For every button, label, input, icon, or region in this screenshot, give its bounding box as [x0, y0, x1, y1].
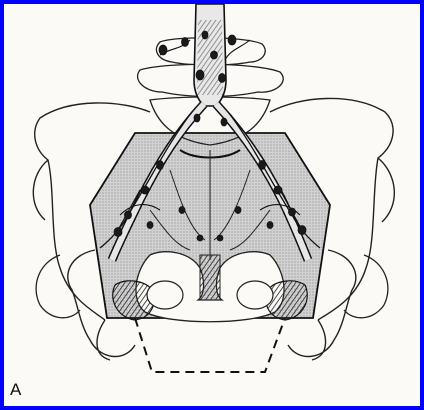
right-femoral-head — [344, 255, 388, 318]
lymph-node — [259, 161, 266, 170]
lymph-node — [228, 35, 236, 45]
left-obturator-foramen — [147, 281, 183, 309]
lymph-node — [274, 186, 282, 194]
dashed-field-extension — [135, 318, 285, 372]
lymph-node — [182, 38, 189, 47]
lymph-node — [114, 228, 122, 237]
lymph-node — [159, 45, 167, 55]
panel-letter: A — [10, 380, 21, 400]
lymph-node — [221, 118, 227, 126]
lymph-node — [217, 235, 223, 241]
lymph-node — [147, 222, 153, 229]
lymph-node — [179, 207, 185, 214]
aorta-hatch — [197, 20, 223, 95]
lymph-node — [196, 70, 204, 80]
lymph-node — [289, 208, 296, 216]
lymph-node — [141, 186, 149, 194]
left-femoral-head — [36, 255, 80, 318]
lymph-node — [211, 51, 218, 59]
lymph-node — [235, 207, 241, 214]
lymph-node — [219, 74, 226, 83]
lymph-node — [197, 235, 203, 241]
lymph-node — [298, 226, 306, 235]
right-obturator-foramen — [237, 281, 273, 309]
lymph-node — [202, 31, 208, 39]
lymph-node — [125, 211, 132, 219]
midline-structure — [200, 255, 220, 300]
lymph-node — [194, 114, 200, 122]
lymph-node — [267, 222, 273, 229]
lymph-node — [157, 161, 164, 170]
